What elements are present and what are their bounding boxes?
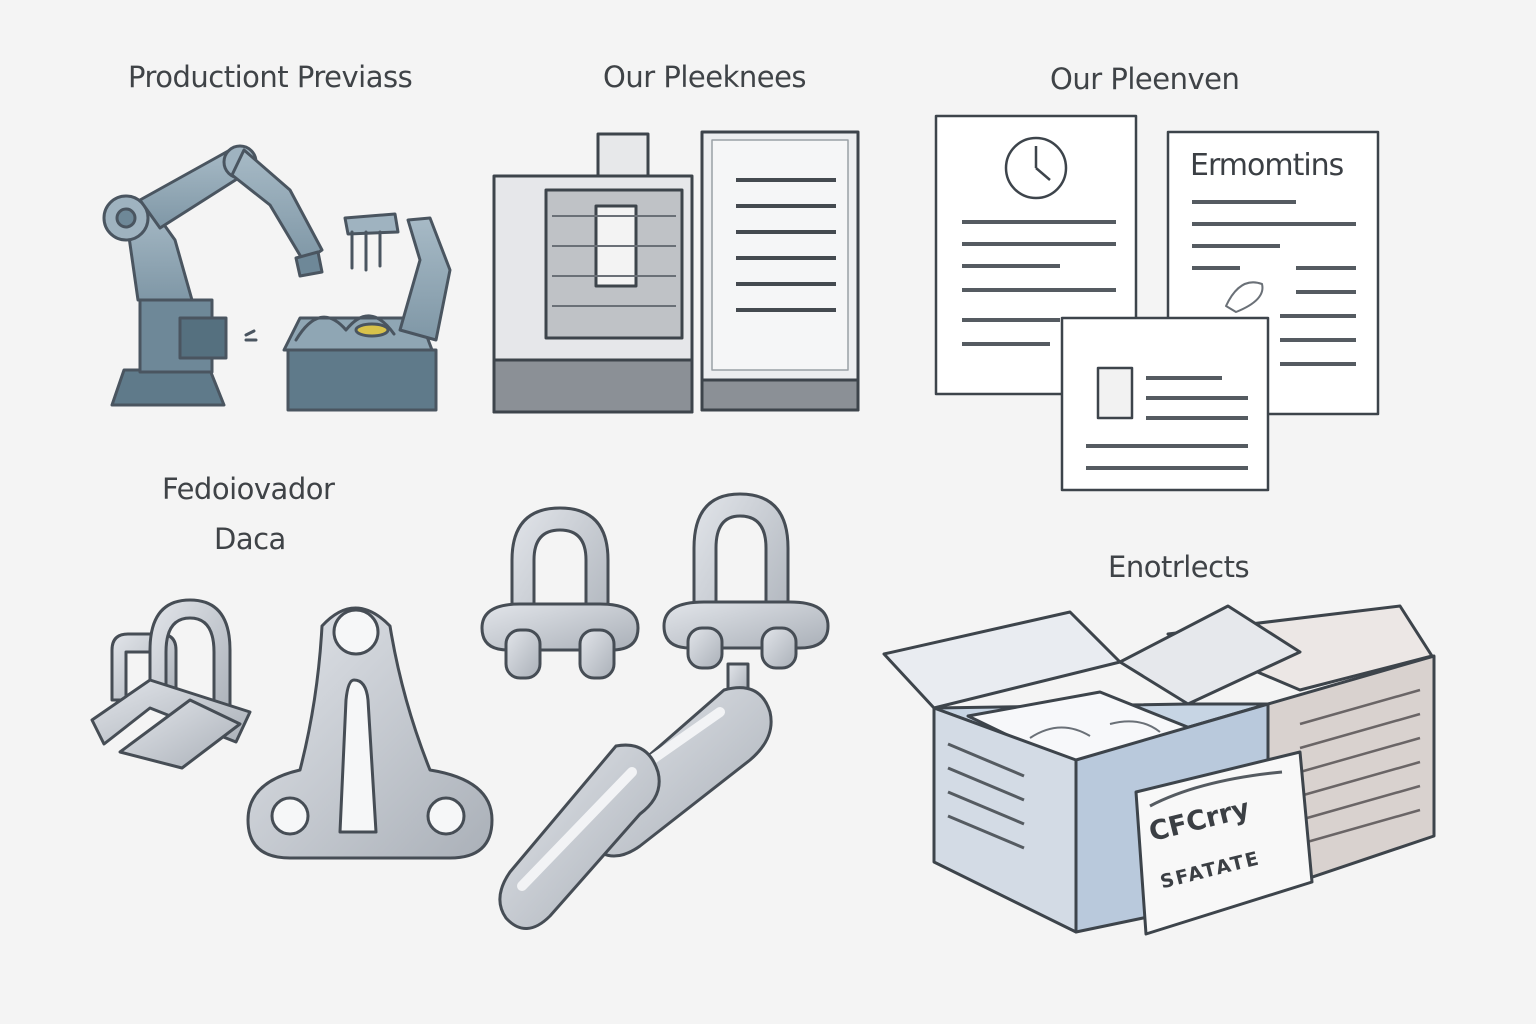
shipping-box-icon (882, 604, 1436, 936)
section-title-shipping: Enotrlects (1108, 550, 1250, 584)
section-title-hardware: Fedoiovador Daca (162, 464, 335, 564)
cnc-machine-icon (492, 130, 860, 414)
document-sheet-heading: Ermomtins (1190, 148, 1344, 183)
section-title-production: Productiont Previass (128, 60, 413, 94)
section-title-hardware-line1: Fedoiovador (162, 472, 335, 506)
section-title-documents: Our Pleenven (1050, 62, 1240, 96)
robot-arm-icon (102, 144, 452, 412)
section-title-machines: Our Pleeknees (603, 60, 807, 94)
hardware-icon (90, 492, 830, 930)
documents-icon (934, 114, 1380, 492)
section-title-hardware-line2: Daca (214, 522, 286, 556)
